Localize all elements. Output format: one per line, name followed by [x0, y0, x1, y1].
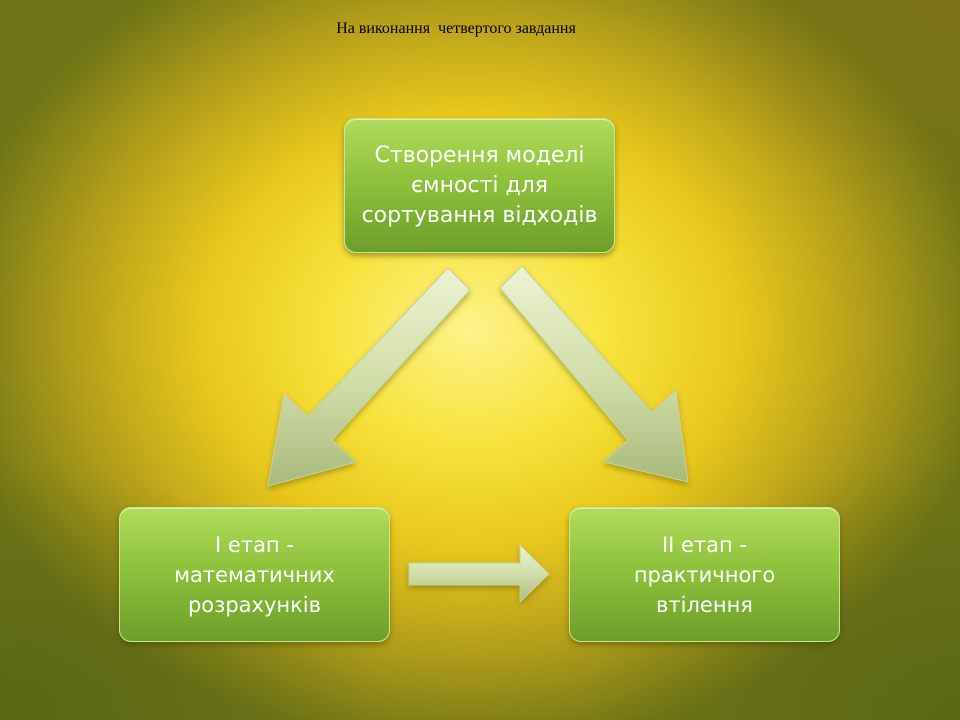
slide-title: На виконання четвертого завдання: [336, 20, 576, 37]
stage-two-label: ІІ етап - практичного втілення: [633, 532, 776, 617]
arrow-left-to-right: [408, 543, 550, 604]
stage-one-label: І етап - математичних розрахунків: [174, 532, 335, 617]
stage-two-box: ІІ етап - практичного втілення: [569, 507, 840, 642]
top-step-box: Створення моделі ємності для сортування …: [344, 118, 615, 253]
arrow-top-to-right: [499, 265, 689, 483]
stage-one-box: І етап - математичних розрахунків: [119, 507, 390, 642]
top-step-label: Створення моделі ємності для сортування …: [361, 142, 598, 228]
arrow-top-to-left: [267, 267, 471, 487]
